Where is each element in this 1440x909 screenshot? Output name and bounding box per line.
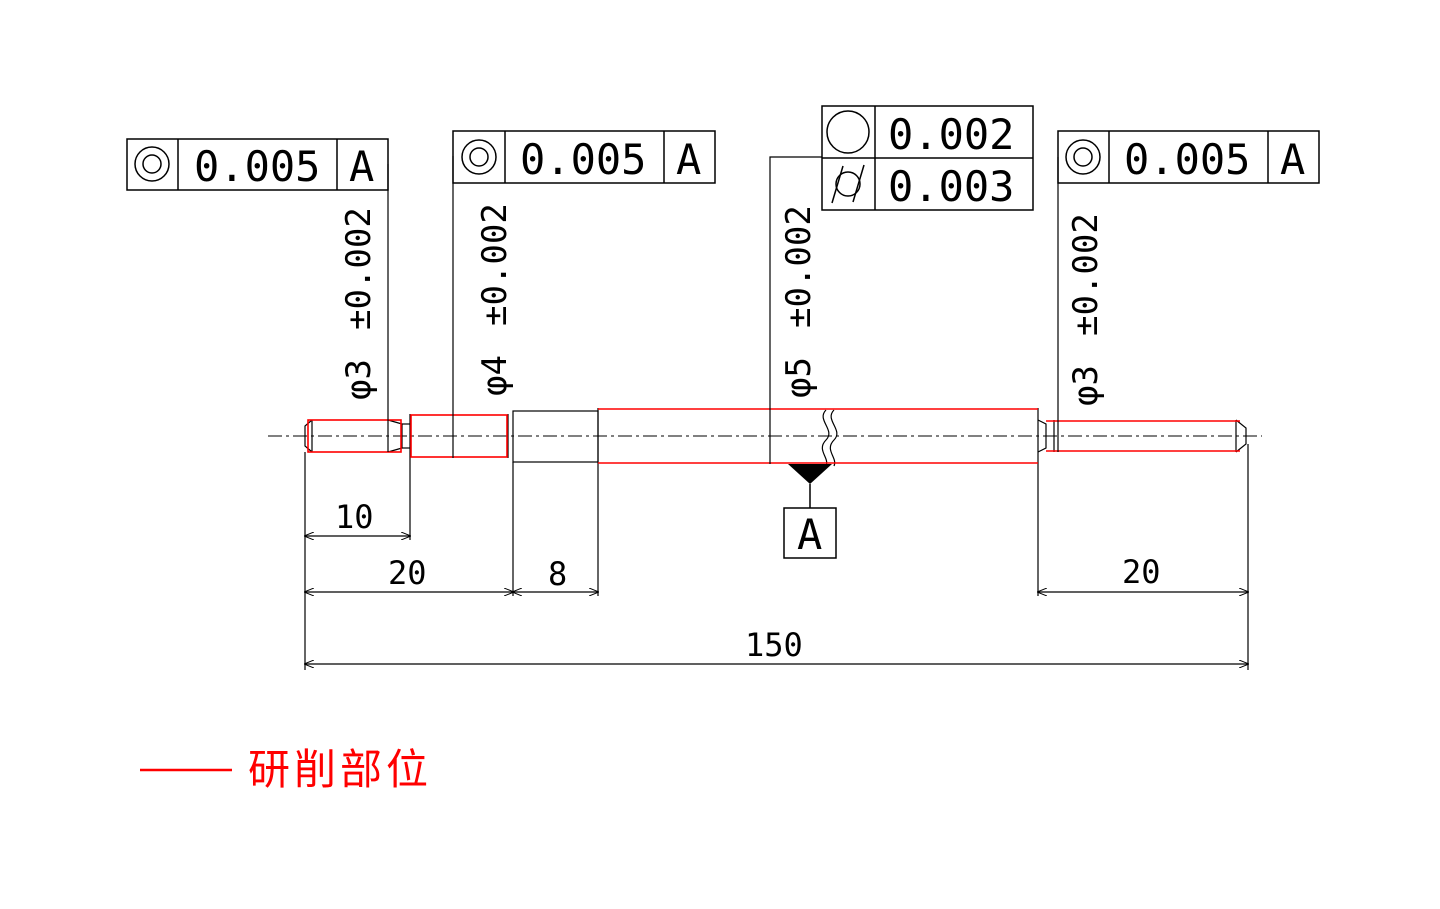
diameter-3-tolerance: ±0.002	[779, 205, 819, 328]
frame-1-datum: A	[349, 142, 374, 191]
tolerance-frame-3: 0.005 A	[1057, 130, 1320, 184]
diameter-4-value: φ3	[1066, 365, 1106, 406]
diameter-3-value: φ5	[779, 357, 819, 398]
diameter-label-4: φ3 ±0.002	[1066, 213, 1106, 406]
diameter-label-1: φ3 ±0.002	[339, 207, 379, 400]
dimension-20-left: 20	[388, 554, 427, 592]
dimension-lines	[305, 444, 1248, 670]
leader-lines	[387, 156, 1059, 464]
diameter-1-tolerance: ±0.002	[339, 207, 379, 330]
dimension-20-right: 20	[1122, 553, 1161, 591]
circularity-icon	[826, 110, 870, 154]
ground-sections	[307, 408, 1240, 464]
dimension-150: 150	[745, 626, 803, 664]
legend-label: 研削部位	[248, 745, 432, 794]
tolerance-frame-2: 0.005 A	[452, 130, 716, 184]
datum-triangle-icon	[788, 464, 832, 484]
concentricity-icon	[461, 139, 497, 175]
frame-2-datum: A	[676, 135, 701, 184]
legend: 研削部位	[140, 745, 432, 794]
concentricity-icon	[1065, 139, 1101, 175]
frame-3-value: 0.005	[1124, 135, 1250, 184]
diameter-1-value: φ3	[339, 359, 379, 400]
tolerance-frame-1: 0.005 A	[126, 138, 389, 191]
circularity-value: 0.002	[888, 110, 1014, 159]
frame-2-value: 0.005	[520, 135, 646, 184]
datum-symbol: A	[783, 464, 837, 559]
dimension-10: 10	[335, 498, 374, 536]
cylindricity-icon	[831, 164, 865, 204]
concentricity-icon	[134, 146, 170, 182]
shaft-body	[304, 408, 1247, 467]
frame-1-value: 0.005	[194, 142, 320, 191]
diameter-4-tolerance: ±0.002	[1066, 213, 1106, 336]
diameter-2-tolerance: ±0.002	[475, 203, 515, 326]
datum-label: A	[797, 510, 822, 559]
dimension-8: 8	[548, 555, 567, 593]
composite-tolerance-frame: 0.002 0.003	[821, 105, 1034, 211]
diameter-2-value: φ4	[475, 355, 515, 396]
diameter-label-3: φ5 ±0.002	[779, 205, 819, 398]
diameter-label-2: φ4 ±0.002	[475, 203, 515, 396]
cylindricity-value: 0.003	[888, 162, 1014, 211]
frame-3-datum: A	[1280, 135, 1305, 184]
